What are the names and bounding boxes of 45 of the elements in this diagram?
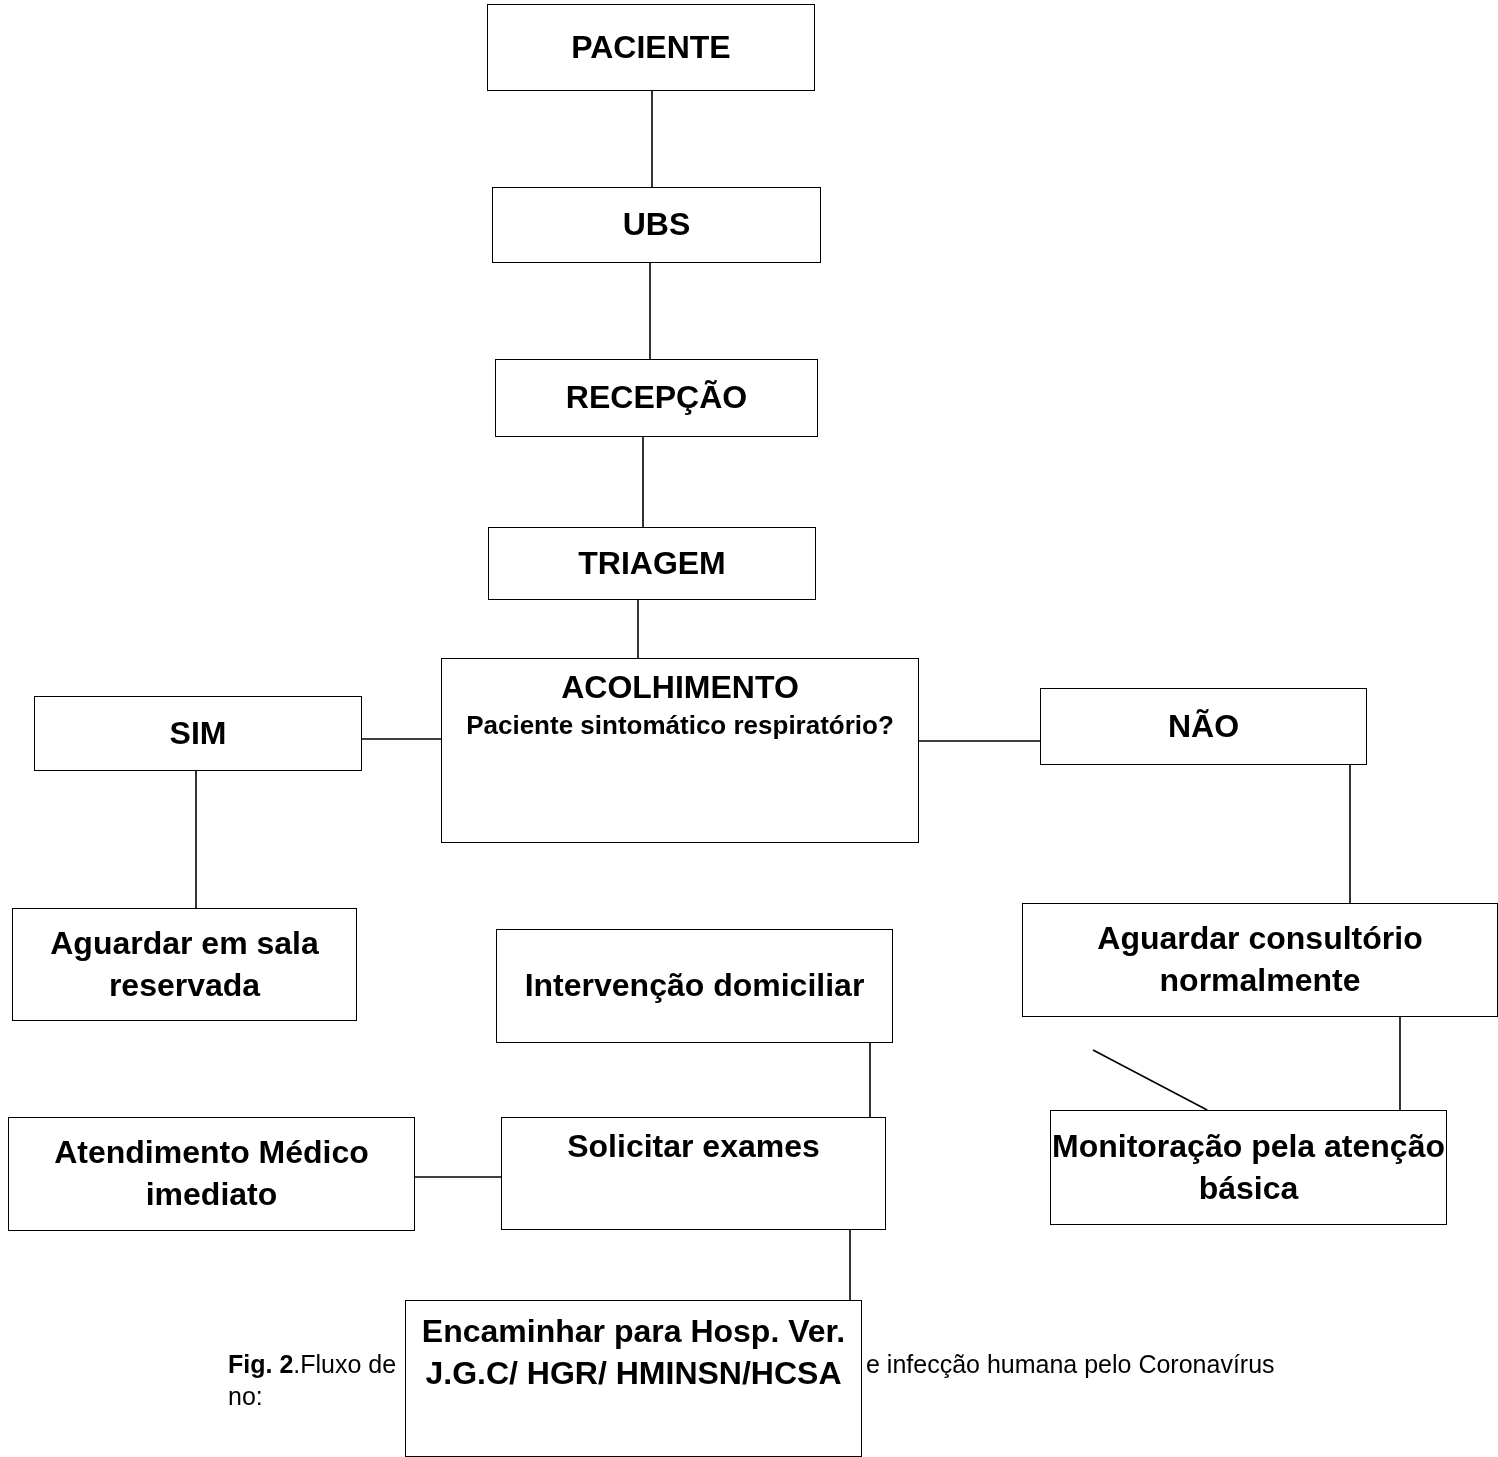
connector-line	[414, 1176, 502, 1178]
process-box	[1050, 1110, 1447, 1225]
process-box	[496, 929, 893, 1043]
process-box	[495, 359, 818, 437]
process-box	[501, 1117, 886, 1230]
process-box	[34, 696, 362, 771]
box-subtitle: Paciente sintomático respiratório?	[466, 708, 894, 742]
box-label: Monitoração pela atenção básica	[1051, 1126, 1446, 1208]
connector-line	[642, 436, 644, 528]
box-label: Aguardar em sala reservada	[49, 923, 320, 1005]
box-label: ACOLHIMENTO	[561, 668, 799, 707]
caption-text: no:	[228, 1382, 263, 1411]
connector-line	[195, 770, 197, 909]
box-label: RECEPÇÃO	[565, 378, 748, 418]
connector-line	[849, 1229, 851, 1301]
caption-text: Fig. 2.Fluxo de	[228, 1350, 397, 1379]
connector-line	[1092, 1049, 1208, 1111]
caption-text: e infecção humana pelo Coronavírus	[866, 1350, 1275, 1379]
box-label: PACIENTE	[571, 27, 731, 67]
process-box	[441, 658, 919, 843]
process-box	[1040, 688, 1367, 765]
process-box	[1022, 903, 1498, 1017]
connector-line	[1399, 1016, 1401, 1111]
process-box	[405, 1300, 862, 1457]
process-box	[488, 527, 816, 600]
connector-line	[918, 740, 1041, 742]
connector-line	[649, 262, 651, 360]
process-box	[487, 4, 815, 91]
connector-line	[637, 599, 639, 659]
box-label: Aguardar consultório normalmente	[1096, 919, 1424, 1000]
process-box	[8, 1117, 415, 1231]
box-label: UBS	[622, 205, 691, 245]
box-label: NÃO	[1167, 706, 1240, 746]
connector-line	[651, 90, 653, 188]
box-label: SIM	[169, 713, 227, 753]
box-label: Atendimento Médico imediato	[53, 1133, 370, 1214]
box-label: Intervenção domiciliar	[524, 966, 865, 1006]
box-label: TRIAGEM	[578, 543, 726, 583]
connector-line	[869, 1042, 871, 1118]
box-label: Solicitar exames	[567, 1127, 820, 1166]
box-label: Encaminhar para Hosp. Ver. J.G.C/ HGR/ HMINSN/HCSA	[420, 1312, 847, 1393]
process-box	[492, 187, 821, 263]
connector-line	[361, 738, 442, 740]
connector-line	[1349, 764, 1351, 904]
process-box	[12, 908, 357, 1021]
